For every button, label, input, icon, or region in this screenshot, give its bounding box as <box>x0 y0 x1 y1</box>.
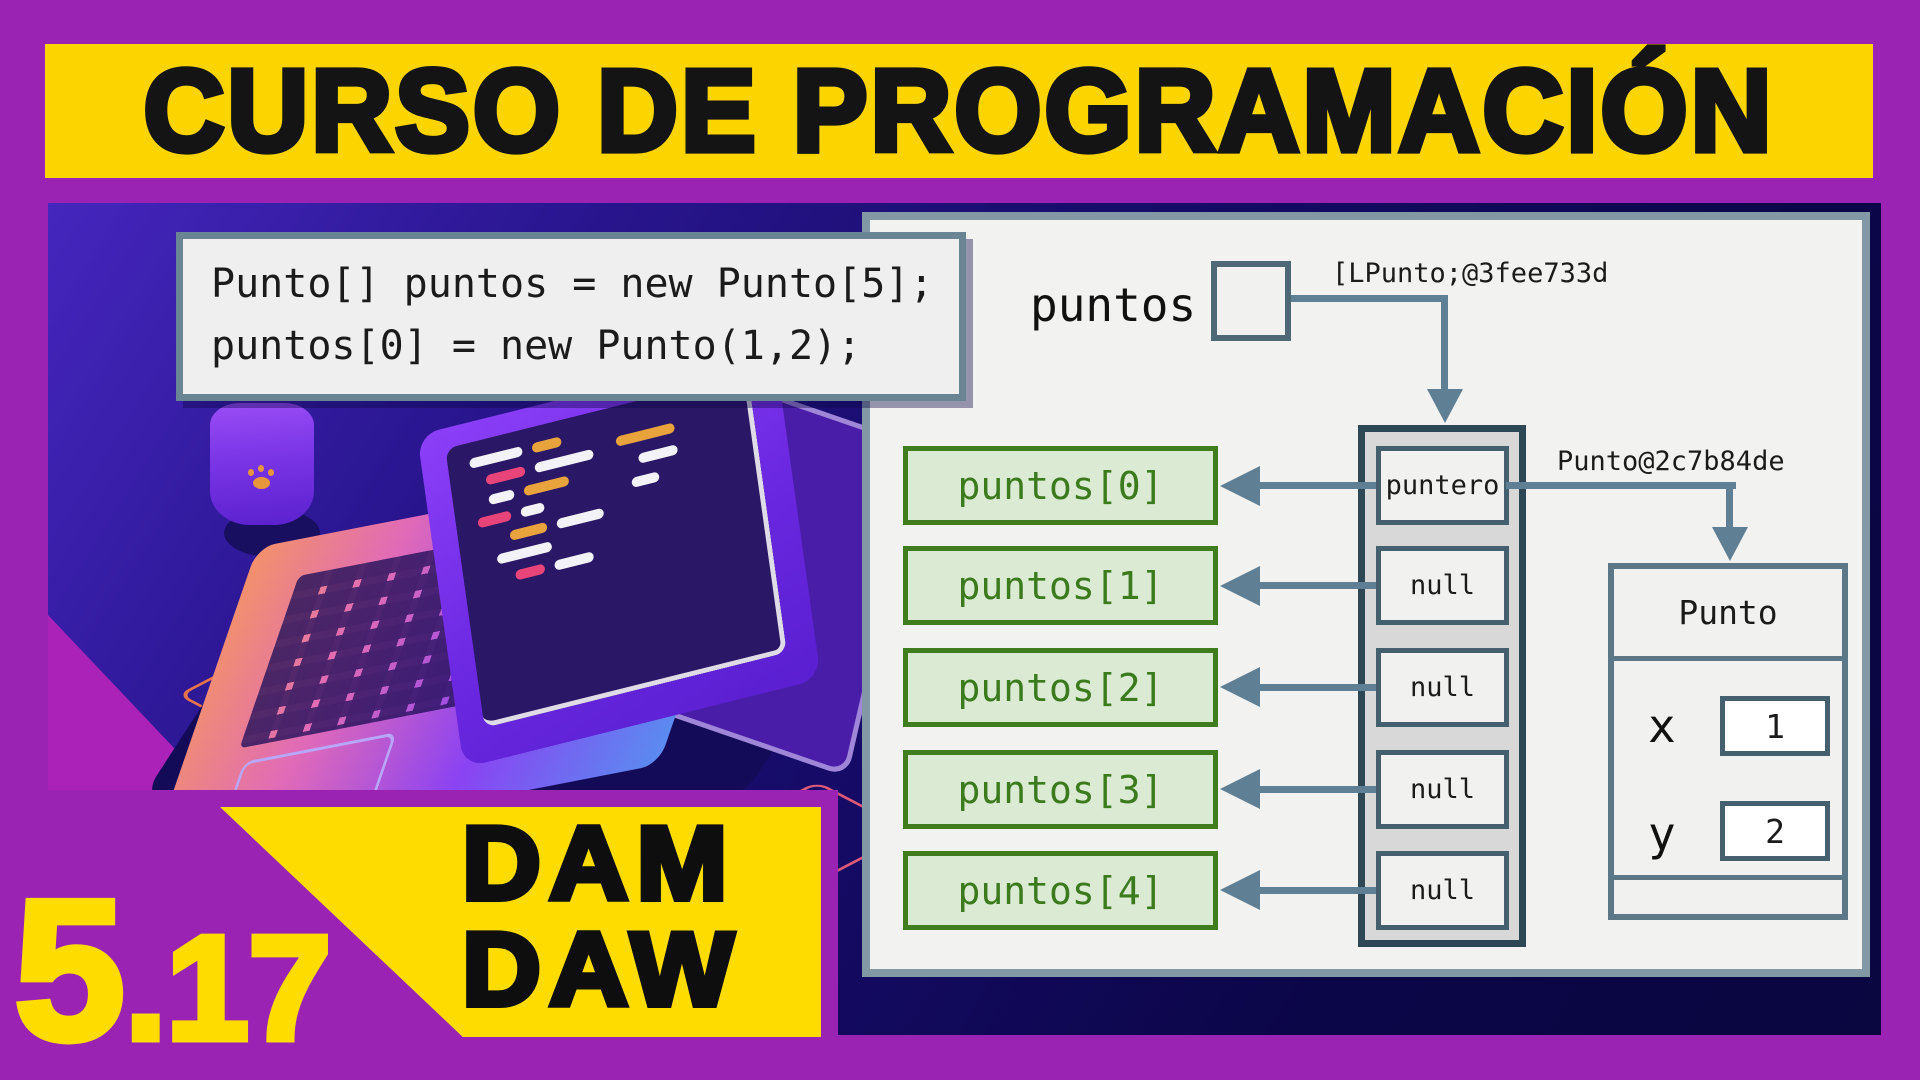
array-cell-3: null <box>1376 750 1509 829</box>
array-slot-label-4: puntos[4] <box>903 851 1218 930</box>
divider <box>1614 656 1842 661</box>
code-line-1: Punto[] puntos = new Punto[5]; <box>211 261 934 307</box>
punto-class-name: Punto <box>1678 593 1778 632</box>
array-slot-label-0: puntos[0] <box>903 446 1218 525</box>
coffee-cup-illustration <box>210 403 314 525</box>
paw-print-icon <box>246 465 276 491</box>
array-slot-label-3: puntos[3] <box>903 750 1218 829</box>
badge-text: DAM DAW <box>459 806 742 1028</box>
episode-number: 5 .17 <box>10 859 335 1080</box>
code-line-2: puntos[0] = new Punto(1,2); <box>211 323 862 369</box>
array-slot-label-1: puntos[1] <box>903 546 1218 625</box>
field-y-label: y <box>1648 807 1676 861</box>
array-cell-1: null <box>1376 546 1509 625</box>
field-x-value: 1 <box>1720 696 1830 756</box>
arrow-left-icon <box>1220 667 1260 707</box>
punto-object-box: Punto x 1 y 2 <box>1608 563 1848 920</box>
array-cell-2: null <box>1376 648 1509 727</box>
laptop-code-display <box>445 373 787 728</box>
memory-diagram-panel: puntos [LPunto;@3fee733d puntero null nu… <box>862 212 1870 977</box>
arrow-down-icon <box>1712 527 1748 561</box>
connector-line <box>1441 295 1448 391</box>
title-banner: CURSO DE PROGRAMACIÓN <box>45 44 1873 178</box>
connector-line <box>1258 786 1376 793</box>
field-y-value: 2 <box>1720 801 1830 861</box>
array-reference-label: [LPunto;@3fee733d <box>1332 258 1609 289</box>
badge-line-dam: DAM <box>459 806 736 922</box>
arrow-left-icon <box>1220 870 1260 910</box>
arrow-down-icon <box>1427 389 1463 423</box>
array-cell-0: puntero <box>1376 446 1509 525</box>
connector-line <box>1258 482 1376 489</box>
arrow-left-icon <box>1220 769 1260 809</box>
array-container: puntero null null null null <box>1358 425 1526 947</box>
object-reference-label: Punto@2c7b84de <box>1557 446 1785 477</box>
connector-line <box>1506 482 1736 489</box>
code-snippet-box: Punto[] puntos = new Punto[5]; puntos[0]… <box>176 232 966 401</box>
arrow-left-icon <box>1220 466 1260 506</box>
connector-line <box>1291 295 1448 302</box>
array-slot-label-2: puntos[2] <box>903 648 1218 727</box>
variable-reference-box <box>1211 261 1291 341</box>
connector-line <box>1258 887 1376 894</box>
field-x-label: x <box>1648 699 1676 753</box>
connector-line <box>1258 582 1376 589</box>
connector-line <box>1726 482 1733 529</box>
badge-line-daw: DAW <box>459 912 742 1028</box>
divider <box>1614 875 1842 880</box>
course-title: CURSO DE PROGRAMACIÓN <box>140 45 1775 176</box>
episode-number-big: 5 <box>10 859 128 1080</box>
array-cell-4: null <box>1376 851 1509 930</box>
variable-name-label: puntos <box>1030 278 1197 332</box>
arrow-left-icon <box>1220 566 1260 606</box>
connector-line <box>1258 684 1376 691</box>
episode-number-small: .17 <box>122 906 335 1071</box>
